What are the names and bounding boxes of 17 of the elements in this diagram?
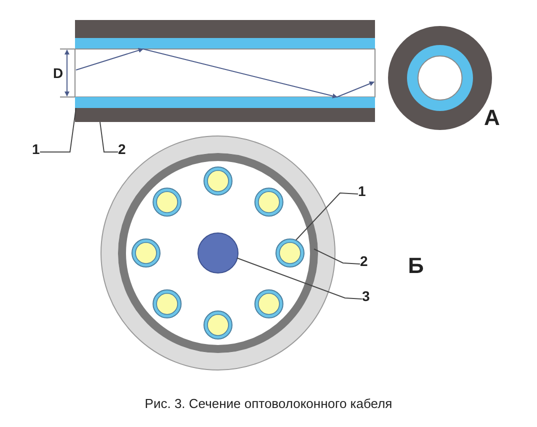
- leader-line: [314, 248, 360, 264]
- leader-line: [296, 192, 358, 240]
- callout-number: 1: [358, 183, 366, 199]
- callout-number: 3: [362, 288, 370, 304]
- leader-line: [100, 122, 118, 152]
- callout-number: 2: [360, 253, 368, 269]
- armor-ring: [118, 153, 318, 353]
- view-label: Б: [408, 254, 424, 278]
- callout-number: 1: [32, 141, 40, 157]
- leader-line: [40, 108, 76, 152]
- figure-caption: Рис. 3. Сечение оптоволоконного кабеля: [144, 396, 392, 411]
- dimension-label: D: [53, 65, 64, 81]
- leader-line: [236, 258, 362, 300]
- callout-number: 2: [118, 141, 126, 157]
- view-label: А: [484, 106, 500, 130]
- jacket-layer: [75, 108, 375, 122]
- cladding-layer: [75, 97, 375, 108]
